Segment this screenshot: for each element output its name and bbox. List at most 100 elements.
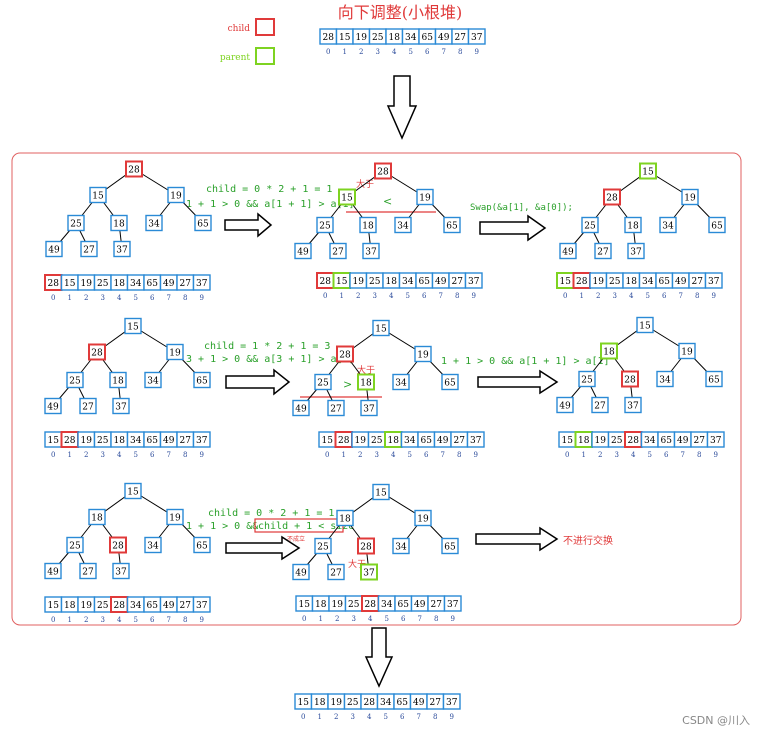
- array-cell-value: 15: [299, 600, 311, 610]
- tree-node: [144, 371, 162, 389]
- array-index: 4: [117, 294, 122, 302]
- array-index: 2: [356, 292, 360, 300]
- array-index: 0: [51, 294, 55, 302]
- array-cell-value: 34: [642, 277, 654, 287]
- tree-node: [327, 399, 345, 417]
- array-cell-value: 37: [471, 33, 483, 43]
- tree-node-value: 37: [116, 246, 128, 256]
- tree-node-value: 37: [115, 403, 127, 413]
- tree-node-value: 19: [170, 192, 182, 202]
- tree-node: [556, 396, 574, 414]
- array-index: 9: [475, 48, 479, 56]
- array-index: 4: [389, 292, 394, 300]
- array-index: 4: [368, 615, 373, 623]
- array-index: 6: [664, 451, 669, 459]
- tree-node: [681, 188, 699, 206]
- array-cell-value: 37: [710, 436, 722, 446]
- tree-node: [414, 509, 432, 527]
- array-index: 5: [134, 616, 138, 624]
- right-arrow-icon: [225, 368, 291, 396]
- array-index: 8: [433, 713, 437, 721]
- row2-greater-sign: >: [343, 378, 352, 391]
- tree-node-value: 19: [417, 515, 429, 525]
- tree-node-value: 34: [395, 543, 407, 553]
- tree-node: [193, 536, 211, 554]
- tree-node: [627, 242, 645, 260]
- array-cell-value: 28: [320, 277, 332, 287]
- array-cell-value: 28: [64, 436, 76, 446]
- array-cell-value: 15: [64, 279, 76, 289]
- array-index: 4: [392, 48, 397, 56]
- tree-node-value: 25: [581, 376, 593, 386]
- tree-node-value: 65: [444, 379, 456, 389]
- tree-node-value: 15: [375, 325, 387, 335]
- tree-node: [79, 562, 97, 580]
- array-index: 7: [439, 292, 443, 300]
- tree-node: [125, 160, 143, 178]
- tree-node: [109, 371, 127, 389]
- array-index: 2: [334, 713, 338, 721]
- tree-node-value: 28: [112, 542, 124, 552]
- array-cell-value: 27: [454, 436, 466, 446]
- array-cell-value: 34: [402, 277, 414, 287]
- array-index: 3: [376, 48, 380, 56]
- tree-node-value: 27: [332, 248, 344, 258]
- array-cell-value: 27: [692, 277, 704, 287]
- tree-node: [338, 188, 356, 206]
- array-index: 1: [343, 48, 347, 56]
- row1-condition: 1 + 1 > 0 && a[1 + 1] > a[1]: [186, 199, 355, 210]
- array-index: 9: [200, 616, 204, 624]
- array-index: 9: [450, 713, 454, 721]
- array-cell-value: 27: [431, 600, 443, 610]
- tree-node-value: 27: [330, 569, 342, 579]
- right-arrow-icon: [477, 369, 559, 395]
- tree-node: [392, 373, 410, 391]
- array-index: 0: [565, 451, 569, 459]
- tree-node: [79, 397, 97, 415]
- array-cell-value: 28: [48, 279, 60, 289]
- array-index: 1: [340, 292, 344, 300]
- array-index: 4: [117, 451, 122, 459]
- array-index: 6: [400, 713, 405, 721]
- array-cell-value: 65: [659, 277, 671, 287]
- legend-parent-swatch: [255, 47, 275, 65]
- legend-child-label: child: [228, 24, 251, 34]
- row3-child-formula: child = 0 * 2 + 1 = 1: [208, 508, 334, 519]
- array-cell-value: 65: [147, 601, 159, 611]
- array-index: 7: [442, 48, 446, 56]
- tree-node: [166, 508, 184, 526]
- array-cell-value: 34: [381, 600, 393, 610]
- array-cell-value: 49: [437, 436, 449, 446]
- array-cell-value: 25: [609, 277, 621, 287]
- array-index: 3: [375, 451, 379, 459]
- tree-node: [374, 162, 392, 180]
- array-cell: [466, 431, 485, 448]
- array-cell-value: 28: [323, 33, 335, 43]
- array-cell-value: 34: [130, 436, 142, 446]
- tree-node-value: 34: [659, 376, 671, 386]
- array-index: 1: [319, 615, 323, 623]
- array-cell-value: 49: [414, 600, 426, 610]
- array-cell-value: 19: [81, 601, 93, 611]
- array-cell-value: 65: [422, 33, 434, 43]
- array-cell-value: 25: [372, 33, 384, 43]
- array-cell-value: 18: [388, 436, 400, 446]
- tree-node: [44, 397, 62, 415]
- tree-node-value: 15: [341, 194, 353, 204]
- array-cell-value: 27: [180, 601, 192, 611]
- array-index: 9: [474, 451, 478, 459]
- array-cell-value: 15: [336, 277, 348, 287]
- array-cell-value: 34: [130, 601, 142, 611]
- array-cell-value: 27: [430, 698, 442, 708]
- tree-node-value: 28: [606, 194, 618, 204]
- array-cell-value: 28: [365, 600, 377, 610]
- array-cell-value: 37: [447, 600, 459, 610]
- array-index: 1: [68, 616, 72, 624]
